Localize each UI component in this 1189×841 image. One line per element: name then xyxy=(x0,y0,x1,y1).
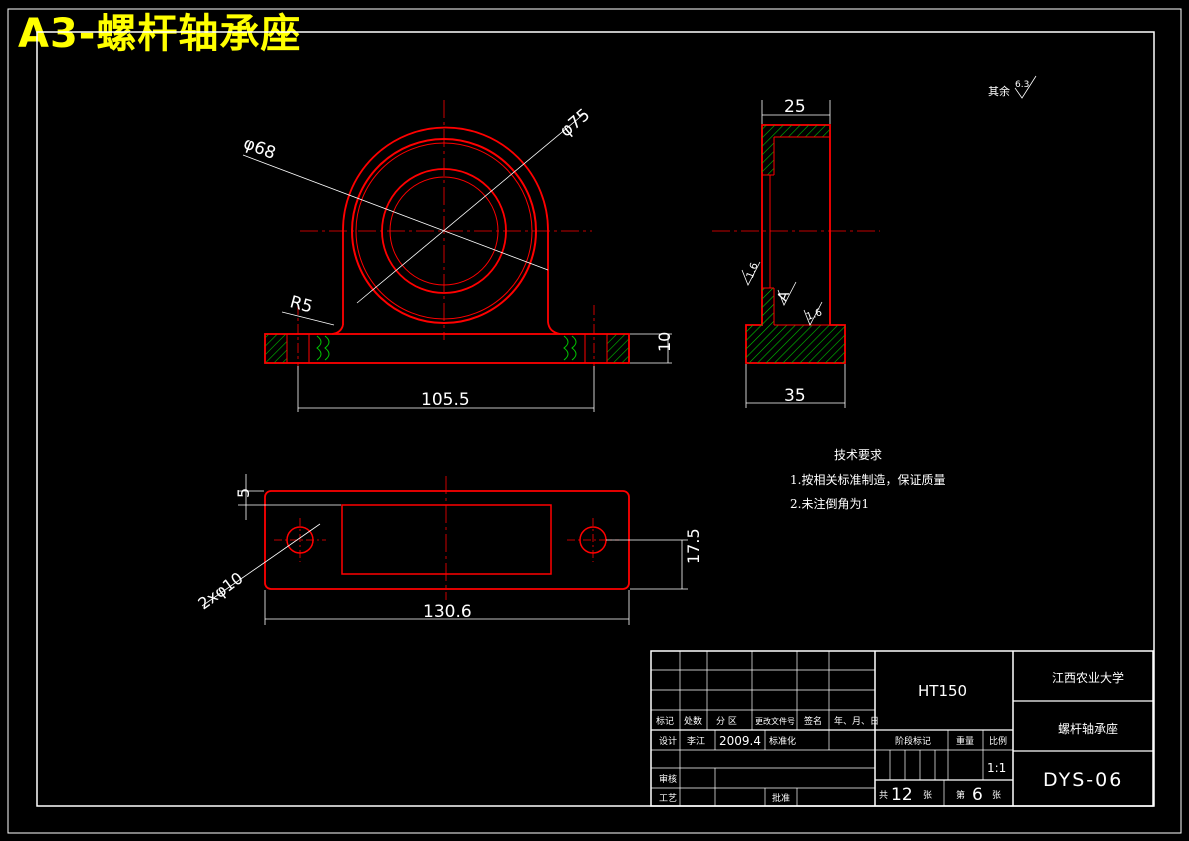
side-section-label: A xyxy=(775,289,793,304)
tech-requirement-item-1: 1.按相关标准制造，保证质量 xyxy=(790,473,945,487)
base-width-label: 105.5 xyxy=(421,390,470,410)
side-view xyxy=(712,100,880,408)
tb-process-label: 工艺 xyxy=(659,793,677,804)
tb-date: 2009.4 xyxy=(719,734,761,748)
side-base-width-label: 35 xyxy=(784,386,806,406)
tb-weight-label: 重量 xyxy=(956,735,974,747)
tb-design-label: 设计 xyxy=(659,735,677,747)
surface-roughness-symbol xyxy=(1014,75,1037,99)
front-dia-68-label: φ68 xyxy=(241,133,279,163)
tb-header-count: 处数 xyxy=(684,715,702,727)
tb-total-sheets: 12 xyxy=(891,785,913,805)
inner-frame xyxy=(36,31,1155,807)
front-fillet-label: R5 xyxy=(288,292,315,317)
tech-requirement-item-2: 2.未注倒角为1 xyxy=(790,496,869,511)
drawing-banner-title: A3-螺杆轴承座 xyxy=(18,11,302,57)
tb-designer: 李江 xyxy=(687,735,705,747)
tb-standardize-label: 标准化 xyxy=(769,735,796,747)
tb-total-sheets-suffix: 张 xyxy=(923,790,932,801)
tb-header-date: 年、月、日 xyxy=(834,715,879,727)
plan-view xyxy=(201,474,688,625)
tb-approve-label: 批准 xyxy=(772,792,790,804)
tb-part-name: 螺杆轴承座 xyxy=(1058,721,1118,736)
tech-requirements-heading: 技术要求 xyxy=(834,448,882,462)
tb-material: HT150 xyxy=(918,682,967,700)
side-top-width-label: 25 xyxy=(784,97,806,117)
tb-total-sheets-prefix: 共 xyxy=(879,790,888,801)
tb-header-mark: 标记 xyxy=(656,715,674,727)
tb-header-change-doc: 更改文件号 xyxy=(755,716,795,726)
surface-note-value: 6.3 xyxy=(1015,80,1029,90)
tb-header-sign: 签名 xyxy=(804,715,822,727)
tb-review-label: 审核 xyxy=(659,773,677,785)
tb-sheet-no: 6 xyxy=(972,785,983,805)
tb-scale: 1:1 xyxy=(987,761,1006,775)
plan-holes-label: 2xφ10 xyxy=(194,568,246,613)
tb-drawing-no: DYS-06 xyxy=(1043,769,1123,791)
outer-frame xyxy=(7,8,1182,834)
tb-sheet-suffix: 张 xyxy=(992,790,1001,801)
plan-length-label: 130.6 xyxy=(423,602,472,622)
front-dia-75-label: φ75 xyxy=(556,105,594,141)
tb-stage-label: 阶段标记 xyxy=(895,735,931,747)
plan-half-depth-label: 17.5 xyxy=(684,528,703,564)
side-roughness-2-label: 1.6 xyxy=(805,307,824,323)
plan-edge-offset-label: 5 xyxy=(234,488,253,498)
title-block xyxy=(650,650,1154,807)
base-height-label: 10 xyxy=(655,332,674,352)
tb-header-zone: 分 区 xyxy=(716,716,737,727)
tb-sheet-prefix: 第 xyxy=(956,789,965,801)
tb-scale-label: 比例 xyxy=(989,735,1007,747)
tb-school: 江西农业大学 xyxy=(1052,670,1124,685)
front-view xyxy=(242,100,672,412)
surface-note-prefix: 其余 xyxy=(988,84,1010,98)
side-roughness-1-label: 1.6 xyxy=(745,261,761,280)
